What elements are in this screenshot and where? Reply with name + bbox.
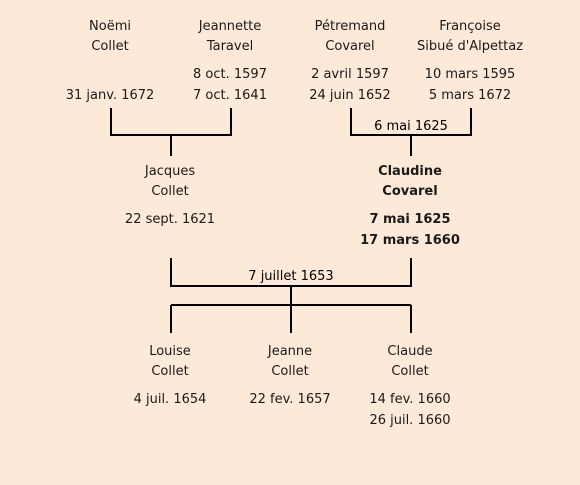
person-last-name: Collet bbox=[151, 364, 189, 379]
person-first-name: Françoise bbox=[439, 19, 501, 34]
person-louise-collet: Louise Collet 4 juil. 1654 bbox=[85, 342, 255, 431]
person-francoise-sibue: Françoise Sibué d'Alpettaz 10 mars 1595 … bbox=[385, 17, 555, 106]
person-birth-date: 22 fev. 1657 bbox=[249, 392, 331, 407]
person-birth-date: 22 sept. 1621 bbox=[124, 212, 216, 227]
person-last-name: Covarel bbox=[325, 39, 375, 54]
connector-covarel-sibue bbox=[350, 108, 472, 156]
person-last-name: Taravel bbox=[206, 39, 254, 54]
person-first-name: Jeanne bbox=[267, 344, 313, 359]
person-last-name: Covarel bbox=[382, 184, 438, 199]
person-first-name: Pétremand bbox=[314, 19, 386, 34]
person-death-date: 31 janv. 1672 bbox=[65, 88, 155, 103]
person-death-date: 17 mars 1660 bbox=[360, 233, 460, 248]
person-noemi-collet: Noëmi Collet 31 janv. 1672 bbox=[25, 17, 195, 106]
person-birth-date: 14 fev. 1660 bbox=[369, 392, 451, 407]
person-birth-date: 4 juil. 1654 bbox=[133, 392, 207, 407]
person-claudine-covarel: Claudine Covarel 7 mai 1625 17 mars 1660 bbox=[325, 162, 495, 251]
person-death-date: 5 mars 1672 bbox=[428, 88, 512, 103]
person-first-name: Jeannette bbox=[198, 19, 262, 34]
person-death-date bbox=[85, 230, 255, 251]
marriage-date-collet-covarel: 7 juillet 1653 bbox=[248, 269, 333, 284]
person-last-name: Sibué d'Alpettaz bbox=[416, 39, 524, 54]
connector-collet-covarel bbox=[170, 258, 412, 333]
person-death-date: 7 oct. 1641 bbox=[193, 88, 267, 103]
person-birth-date: 8 oct. 1597 bbox=[193, 67, 267, 82]
person-last-name: Collet bbox=[271, 364, 309, 379]
person-petremand-covarel: Pétremand Covarel 2 avril 1597 24 juin 1… bbox=[265, 17, 435, 106]
person-jeannette-taravel: Jeannette Taravel 8 oct. 1597 7 oct. 164… bbox=[145, 17, 315, 106]
person-birth-date: 7 mai 1625 bbox=[369, 212, 451, 227]
person-last-name: Collet bbox=[91, 39, 129, 54]
person-first-name: Noëmi bbox=[89, 19, 131, 34]
person-jacques-collet: Jacques Collet 22 sept. 1621 bbox=[85, 162, 255, 251]
connector-collet-taravel bbox=[110, 108, 232, 156]
person-first-name: Claude bbox=[387, 344, 433, 359]
person-first-name: Jacques bbox=[144, 164, 196, 179]
person-birth-date: 2 avril 1597 bbox=[311, 67, 389, 82]
person-death-date: 26 juil. 1660 bbox=[369, 413, 451, 428]
person-first-name: Claudine bbox=[378, 164, 442, 179]
person-first-name: Louise bbox=[149, 344, 191, 359]
person-jeanne-collet: Jeanne Collet 22 fev. 1657 bbox=[205, 342, 375, 431]
marriage-date-covarel-sibue: 6 mai 1625 bbox=[374, 119, 448, 134]
person-claude-collet: Claude Collet 14 fev. 1660 26 juil. 1660 bbox=[325, 342, 495, 431]
person-last-name: Collet bbox=[151, 184, 189, 199]
person-birth-date: 10 mars 1595 bbox=[424, 67, 516, 82]
person-last-name: Collet bbox=[391, 364, 429, 379]
person-death-date: 24 juin 1652 bbox=[309, 88, 391, 103]
